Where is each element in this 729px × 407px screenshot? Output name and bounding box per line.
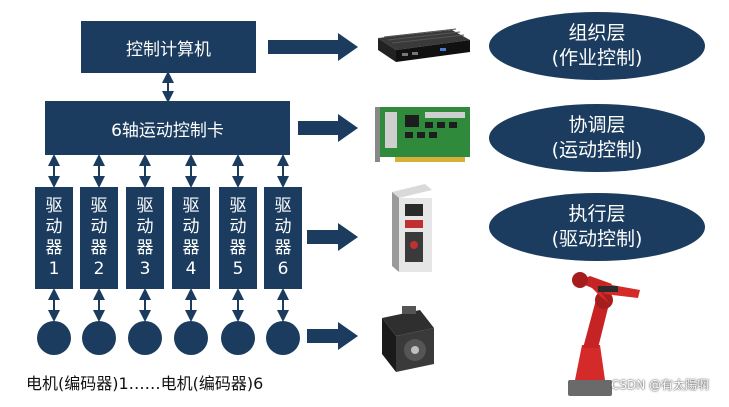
right-arrow-drivers: [307, 223, 358, 251]
driver-box-6: 驱 动 器 6: [264, 187, 302, 289]
driver-number: 3: [139, 259, 151, 279]
layer-title: 组织层: [568, 22, 626, 44]
driver-char: 动: [90, 217, 108, 237]
driver-number: 2: [93, 259, 105, 279]
driver-box-1: 驱 动 器 1: [35, 187, 73, 289]
driver-box-3: 驱 动 器 3: [126, 187, 164, 289]
layer-subtitle: (驱动控制): [551, 228, 643, 250]
motion-control-card-label: 6轴运动控制卡: [111, 120, 224, 141]
right-arrow-card: [298, 114, 358, 142]
control-computer-box: 控制计算机: [81, 21, 256, 73]
driver-char: 器: [274, 238, 292, 258]
driver-char: 驱: [136, 196, 154, 216]
driver-char: 器: [229, 238, 247, 258]
servo-motor-icon: [382, 306, 434, 372]
layer-execution: 执行层 (驱动控制): [489, 193, 705, 261]
motor-circle-6: [266, 321, 300, 355]
driver-char: 驱: [45, 196, 63, 216]
driver-number: 6: [277, 259, 289, 279]
motor-caption: 电机(编码器)1……电机(编码器)6: [26, 374, 264, 393]
driver-char: 驱: [274, 196, 292, 216]
driver-char: 动: [182, 217, 200, 237]
driver-char: 器: [136, 238, 154, 258]
motor-circle-2: [82, 321, 116, 355]
driver-char: 器: [182, 238, 200, 258]
watermark: CSDN @有太陽啊: [610, 378, 709, 392]
servo-drive-icon: [392, 184, 432, 272]
motor-circle-4: [174, 321, 208, 355]
layer-subtitle: (作业控制): [551, 47, 643, 69]
control-computer-label: 控制计算机: [126, 39, 211, 60]
motion-control-card-icon: [375, 107, 470, 162]
driver-box-4: 驱 动 器 4: [172, 187, 210, 289]
driver-char: 驱: [90, 196, 108, 216]
layer-coordination: 协调层 (运动控制): [489, 104, 705, 172]
right-arrow-computer: [268, 33, 358, 61]
layer-title: 协调层: [568, 114, 626, 136]
driver-char: 动: [229, 217, 247, 237]
driver-char: 驱: [229, 196, 247, 216]
driver-char: 动: [274, 217, 292, 237]
driver-motor-arrows: [48, 288, 289, 322]
motor-circle-3: [128, 321, 162, 355]
right-arrows: [268, 33, 358, 350]
driver-char: 动: [136, 217, 154, 237]
robot-arm-icon: [568, 272, 640, 396]
driver-box-5: 驱 动 器 5: [219, 187, 257, 289]
motion-control-card-box: 6轴运动控制卡: [45, 101, 290, 155]
layer-title: 执行层: [568, 203, 626, 225]
layer-subtitle: (运动控制): [551, 139, 643, 161]
driver-char: 动: [45, 217, 63, 237]
driver-char: 驱: [182, 196, 200, 216]
driver-number: 1: [48, 259, 60, 279]
industrial-pc-icon: [378, 28, 470, 62]
card-driver-arrows: [48, 154, 289, 188]
driver-number: 4: [185, 259, 197, 279]
driver-box-2: 驱 动 器 2: [80, 187, 118, 289]
right-arrow-motors: [307, 322, 358, 350]
motor-circle-1: [37, 321, 71, 355]
driver-char: 器: [90, 238, 108, 258]
driver-number: 5: [232, 259, 244, 279]
layer-organization: 组织层 (作业控制): [489, 12, 705, 80]
motor-circle-5: [221, 321, 255, 355]
driver-char: 器: [45, 238, 63, 258]
